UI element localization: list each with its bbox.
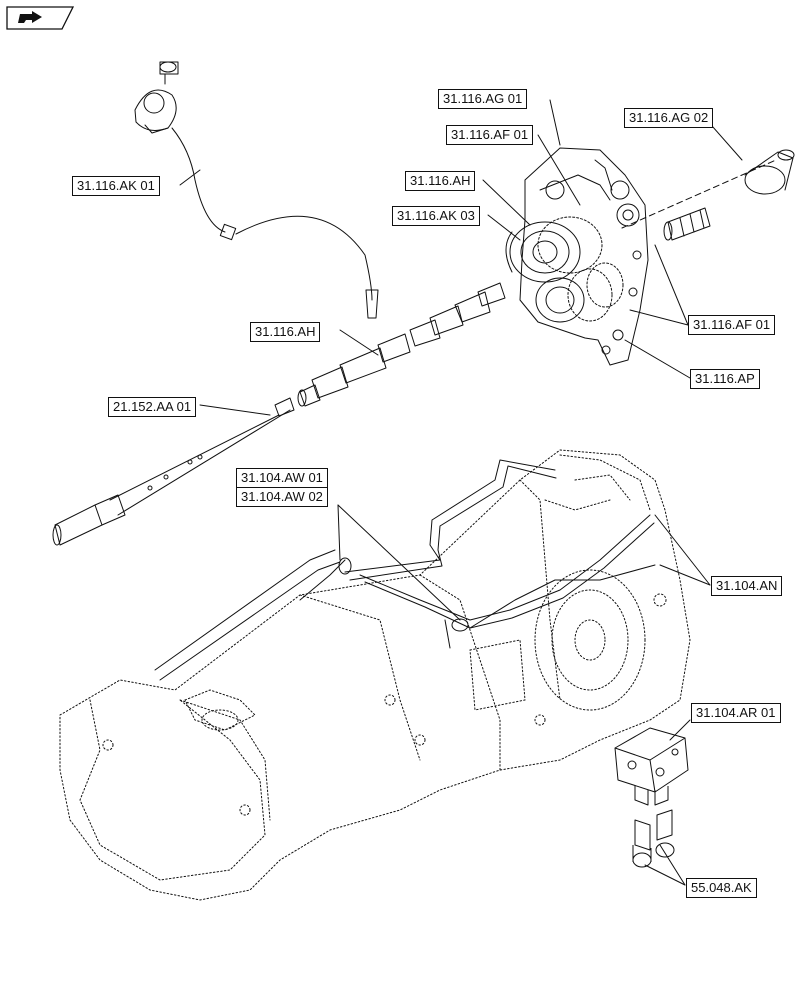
callout-31-116-af-01-top[interactable]: 31.116.AF 01 [446, 125, 534, 145]
hydraulic-pipes [154, 459, 656, 681]
callout-55-048-ak[interactable]: 55.048.AK [686, 878, 757, 898]
callout-21-152-aa-01[interactable]: 21.152.AA 01 [108, 397, 197, 417]
callout-31-116-ak-01[interactable]: 31.116.AK 01 [72, 176, 160, 196]
callout-31-104-an[interactable]: 31.104.AN [711, 576, 783, 596]
hydraulic-valve-block [614, 727, 689, 868]
callout-31-116-ak-03[interactable]: 31.116.AK 03 [392, 206, 480, 226]
callout-31-116-ah-top[interactable]: 31.116.AH [405, 171, 476, 191]
callout-31-116-ap[interactable]: 31.116.AP [690, 369, 760, 389]
speed-sensor-cable [134, 61, 379, 319]
pto-main-shaft [297, 282, 506, 407]
pto-stub-shaft [663, 207, 711, 241]
callout-31-116-ag-02[interactable]: 31.116.AG 02 [624, 108, 714, 128]
transmission-housing [59, 449, 691, 901]
pto-cap [744, 149, 795, 195]
callout-31-104-ar-01[interactable]: 31.104.AR 01 [691, 703, 781, 723]
nav-back-button[interactable] [6, 6, 75, 30]
callout-31-116-af-01-right[interactable]: 31.116.AF 01 [688, 315, 776, 335]
callout-31-104-aw-02[interactable]: 31.104.AW 02 [236, 487, 328, 507]
callout-31-104-aw-01[interactable]: 31.104.AW 01 [236, 468, 328, 488]
pto-gears [505, 216, 624, 323]
drive-shaft [52, 397, 295, 546]
callout-31-116-ah-shaft[interactable]: 31.116.AH [250, 322, 321, 342]
page-back-arrow-icon [6, 6, 75, 30]
pto-housing [519, 147, 649, 366]
callout-31-116-ag-01[interactable]: 31.116.AG 01 [438, 89, 528, 109]
